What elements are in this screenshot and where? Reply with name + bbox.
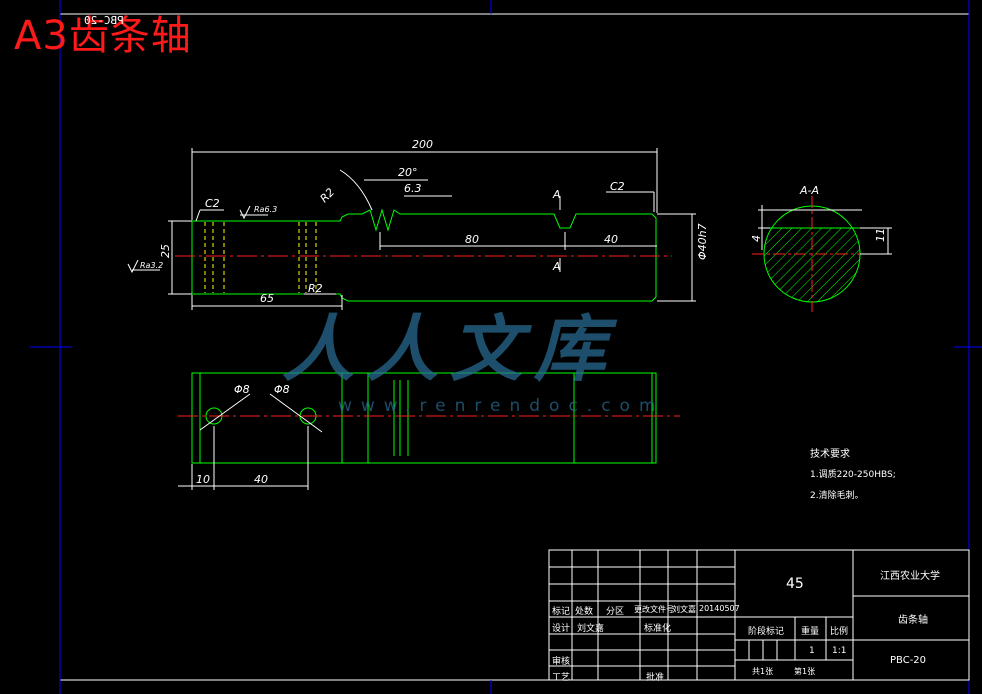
- technical-requirements: 技术要求 1.调质220-250HBS; 2.清除毛刺。: [810, 444, 896, 507]
- dim-offset-10: 10: [196, 473, 210, 486]
- tb-approve: 批准: [646, 673, 665, 683]
- section-dim-4: 4: [750, 235, 763, 242]
- dim-roughness-63: 6.3: [404, 182, 422, 195]
- tb-row-header-2: 处数: [575, 607, 594, 617]
- tb-scale: 比例: [830, 627, 849, 637]
- dim-height: 25: [159, 244, 172, 258]
- tb-row-header-5: 刘文嘉: [672, 605, 696, 614]
- tb-weight-value: 1: [809, 646, 815, 656]
- dim-diameter: Φ40h7: [696, 223, 709, 260]
- tb-row-header-1: 标记: [552, 607, 571, 617]
- tb-sheet-number: 第1张: [794, 667, 816, 676]
- front-view-hidden: [204, 222, 317, 293]
- dim-hole-1: Φ8: [234, 383, 250, 396]
- dim-spacing-40: 40: [254, 473, 268, 486]
- roughness-symbols: [127, 205, 251, 274]
- front-view: [191, 208, 657, 302]
- tb-row-header-4: 更改文件号: [634, 605, 674, 614]
- section-title: A-A: [799, 184, 819, 197]
- dim-radius-lower: R2: [308, 282, 323, 295]
- top-dimensions: [178, 393, 323, 490]
- dim-rack-length: 80: [465, 233, 479, 246]
- tb-scale-value: 1:1: [832, 646, 847, 656]
- tb-row-header-3: 分区: [606, 607, 625, 617]
- tb-stage-mark: 阶段标记: [748, 627, 785, 637]
- tech-item-2: 2.清除毛刺。: [810, 491, 864, 501]
- tb-process: 工艺: [552, 673, 571, 683]
- tb-standardization: 标准化: [644, 624, 672, 634]
- mirrored-drawing-code: PBC-20: [84, 14, 124, 27]
- tech-heading: 技术要求: [810, 449, 850, 460]
- tb-sheet-total: 共1张: [752, 667, 774, 676]
- tech-item-1: 1.调质220-250HBS;: [810, 470, 896, 480]
- sheet-title: A3齿条轴: [14, 13, 192, 59]
- tb-material: 45: [786, 576, 804, 592]
- dim-end-length: 40: [604, 233, 618, 246]
- section-a-a: [752, 196, 892, 312]
- top-view: [191, 372, 657, 464]
- title-block-grid: [548, 549, 970, 681]
- tb-designer: 刘文嘉: [577, 624, 605, 634]
- dim-hole-2: Φ8: [274, 383, 290, 396]
- border-frame: [30, 0, 982, 694]
- dim-radius-upper: R2: [318, 186, 338, 206]
- tb-drawing-number: PBC-20: [890, 655, 927, 666]
- tb-part-name: 齿条轴: [898, 615, 928, 626]
- section-marker-bottom: A: [552, 260, 561, 273]
- dim-roughness-left: Ra3.2: [140, 261, 163, 270]
- dim-roughness-top: Ra6.3: [254, 205, 277, 214]
- tb-design-label: 设计: [552, 624, 571, 634]
- tb-school: 江西农业大学: [880, 571, 940, 582]
- front-dimensions: [132, 148, 696, 310]
- tb-weight: 重量: [801, 627, 820, 637]
- tb-row-header-6: 20140507: [699, 604, 740, 613]
- section-dim-11: 11: [874, 228, 887, 242]
- section-marker-top: A: [552, 188, 561, 201]
- dim-left-length: 65: [260, 292, 274, 305]
- dim-chamfer-right: C2: [610, 180, 625, 193]
- dim-chamfer-left: C2: [205, 197, 220, 210]
- tb-check: 审核: [552, 657, 571, 667]
- dim-angle: 20°: [398, 166, 418, 179]
- dim-overall-length: 200: [412, 138, 433, 151]
